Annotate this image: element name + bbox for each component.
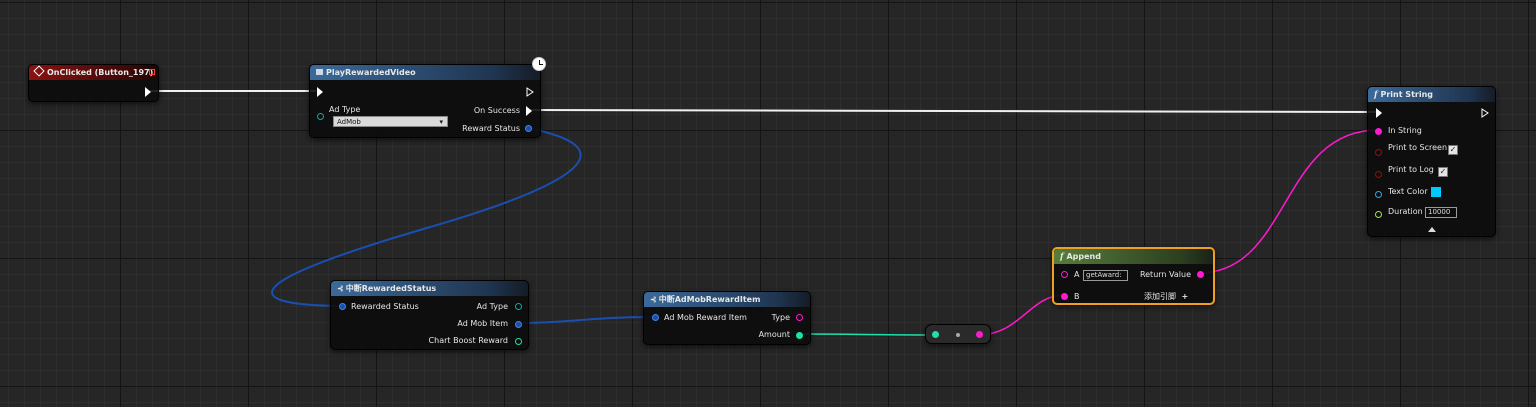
- onclicked-title: OnClicked (Button_197): [47, 68, 154, 77]
- diamond-event-icon: [33, 65, 45, 77]
- out-chartboost-pin[interactable]: [515, 338, 522, 345]
- chevron-down-icon: ▾: [439, 118, 443, 126]
- delegate-pin[interactable]: [149, 69, 155, 75]
- out-admob-item-label: Ad Mob Item: [457, 319, 508, 328]
- ad-type-value: AdMob: [337, 118, 361, 126]
- int-to-string-conversion-node[interactable]: [925, 324, 991, 344]
- ad-type-pin[interactable]: [317, 113, 324, 120]
- print-to-log-checkbox[interactable]: ✓: [1438, 167, 1448, 177]
- node-function-icon: [316, 69, 323, 75]
- play-rewarded-header[interactable]: PlayRewardedVideo: [310, 65, 540, 80]
- return-value-label: Return Value: [1139, 270, 1191, 279]
- on-success-exec-pin[interactable]: [526, 106, 532, 116]
- append-title: Append: [1066, 252, 1101, 261]
- break-rewarded-status-node[interactable]: ⊰中断RewardedStatus Rewarded Status Ad Typ…: [330, 280, 529, 350]
- function-icon: f: [1374, 89, 1378, 99]
- play-rewarded-title: PlayRewardedVideo: [326, 68, 416, 77]
- conversion-out-pin[interactable]: [976, 331, 983, 338]
- duration-input[interactable]: 10000: [1425, 207, 1457, 218]
- admob-item-in-pin[interactable]: [652, 314, 659, 321]
- onclicked-header[interactable]: OnClicked (Button_197): [29, 65, 158, 80]
- out-ad-type-pin[interactable]: [515, 303, 522, 310]
- struct-wire-item-to-break: [516, 316, 655, 324]
- a-value-input[interactable]: getAward:: [1083, 270, 1128, 281]
- b-pin[interactable]: [1061, 293, 1068, 300]
- b-label: B: [1074, 292, 1080, 301]
- exec-out-hollow-pin[interactable]: [526, 87, 534, 97]
- play-rewarded-video-node[interactable]: PlayRewardedVideo Ad Type AdMob ▾ On Suc…: [309, 64, 541, 138]
- print-exec-in-pin[interactable]: [1376, 108, 1382, 118]
- print-to-log-pin[interactable]: [1375, 171, 1382, 178]
- clock-icon: [532, 57, 546, 71]
- break-status-title: 中断RewardedStatus: [345, 284, 437, 293]
- print-to-screen-pin[interactable]: [1375, 149, 1382, 156]
- break-status-header[interactable]: ⊰中断RewardedStatus: [331, 281, 528, 296]
- exec-out-pin[interactable]: [145, 87, 151, 97]
- rewarded-status-in-pin[interactable]: [339, 303, 346, 310]
- enum-wire-status-to-break: [271, 127, 582, 307]
- ad-type-label: Ad Type: [329, 105, 361, 114]
- text-color-pin[interactable]: [1375, 191, 1382, 198]
- conversion-dot-icon: [956, 333, 960, 337]
- reward-status-label: Reward Status: [462, 124, 520, 133]
- rewarded-status-label: Rewarded Status: [351, 302, 419, 311]
- print-string-title: Print String: [1380, 90, 1434, 99]
- duration-label: Duration: [1388, 207, 1423, 216]
- add-pin-button[interactable]: 添加引脚 +: [1144, 292, 1188, 302]
- in-string-pin[interactable]: [1375, 128, 1382, 135]
- text-color-swatch[interactable]: [1431, 187, 1441, 197]
- exec-wire-success-to-print: [529, 109, 1377, 113]
- conversion-in-pin[interactable]: [932, 331, 939, 338]
- print-to-screen-checkbox[interactable]: ✓: [1448, 145, 1458, 155]
- add-pin-label: 添加引脚: [1144, 292, 1176, 301]
- out-chartboost-label: Chart Boost Reward: [428, 336, 508, 345]
- duration-pin[interactable]: [1375, 211, 1382, 218]
- admob-item-in-label: Ad Mob Reward Item: [664, 313, 747, 322]
- break-struct-icon: ⊰: [650, 295, 657, 304]
- ad-type-select[interactable]: AdMob ▾: [333, 116, 448, 127]
- a-pin[interactable]: [1061, 271, 1068, 278]
- out-amount-pin[interactable]: [796, 332, 803, 339]
- onclicked-event-node[interactable]: OnClicked (Button_197): [28, 64, 159, 102]
- return-value-pin[interactable]: [1197, 271, 1204, 278]
- print-to-screen-label: Print to Screen: [1388, 143, 1448, 152]
- a-label: A: [1074, 270, 1080, 279]
- break-admob-header[interactable]: ⊰中断AdMobRewardItem: [644, 292, 810, 307]
- print-exec-out-hollow-pin[interactable]: [1481, 108, 1489, 118]
- reward-status-pin[interactable]: [525, 125, 532, 132]
- text-color-label: Text Color: [1388, 187, 1428, 196]
- break-admob-item-node[interactable]: ⊰中断AdMobRewardItem Ad Mob Reward Item Ty…: [643, 291, 811, 345]
- break-admob-title: 中断AdMobRewardItem: [658, 295, 761, 304]
- exec-in-pin[interactable]: [317, 87, 323, 97]
- string-wire-return-to-instring: [1198, 129, 1379, 274]
- out-ad-type-label: Ad Type: [476, 302, 508, 311]
- on-success-label: On Success: [473, 106, 520, 115]
- break-struct-icon: ⊰: [337, 284, 344, 293]
- out-type-label: Type: [771, 313, 790, 322]
- plus-icon: +: [1181, 292, 1189, 301]
- int-wire-amount-to-convert: [797, 333, 936, 336]
- function-icon: f: [1060, 251, 1064, 261]
- expand-arrow-icon[interactable]: [1428, 227, 1436, 232]
- print-to-log-label: Print to Log: [1388, 165, 1434, 174]
- out-type-pin[interactable]: [796, 314, 803, 321]
- out-admob-item-pin[interactable]: [515, 321, 522, 328]
- in-string-label: In String: [1388, 126, 1422, 135]
- out-amount-label: Amount: [758, 330, 790, 339]
